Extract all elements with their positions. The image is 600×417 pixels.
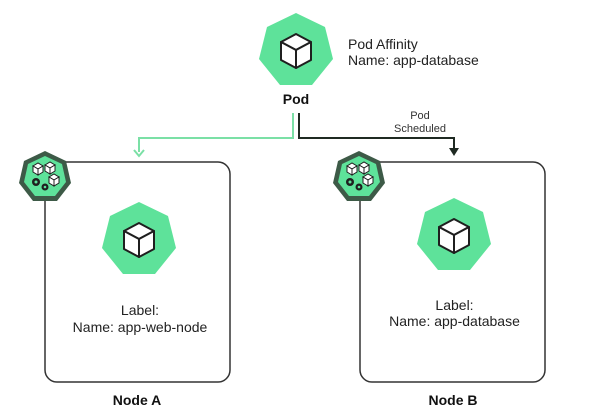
node-a-name: Node A <box>112 392 162 408</box>
pod-scheduled-line1: Pod <box>410 110 430 122</box>
node-a-label-value: Name: app-web-node <box>72 319 208 335</box>
node-b-label-value: Name: app-database <box>389 313 520 329</box>
node-b-label-title: Label: <box>435 297 474 313</box>
pod-cube-icon <box>259 13 333 85</box>
node-b-box <box>359 161 546 383</box>
node-b-name: Node B <box>428 392 478 408</box>
node-a-label-title: Label: <box>120 302 160 318</box>
arrow-to-node-a-head <box>133 149 145 158</box>
arrow-to-node-a <box>138 113 294 152</box>
node-b-badge-icon <box>333 151 385 201</box>
node-a-pod-cube-icon <box>102 202 176 274</box>
pod-affinity-title: Pod Affinity <box>348 36 418 52</box>
pod-affinity-name: Name: app-database <box>348 52 479 68</box>
arrow-to-node-b <box>298 113 455 150</box>
pod-label: Pod <box>282 91 310 107</box>
arrow-to-node-b-head <box>449 148 459 156</box>
pod-scheduled-line2: Scheduled <box>394 123 446 135</box>
node-a-badge-icon <box>19 151 71 201</box>
node-b-pod-cube-icon <box>417 198 491 270</box>
